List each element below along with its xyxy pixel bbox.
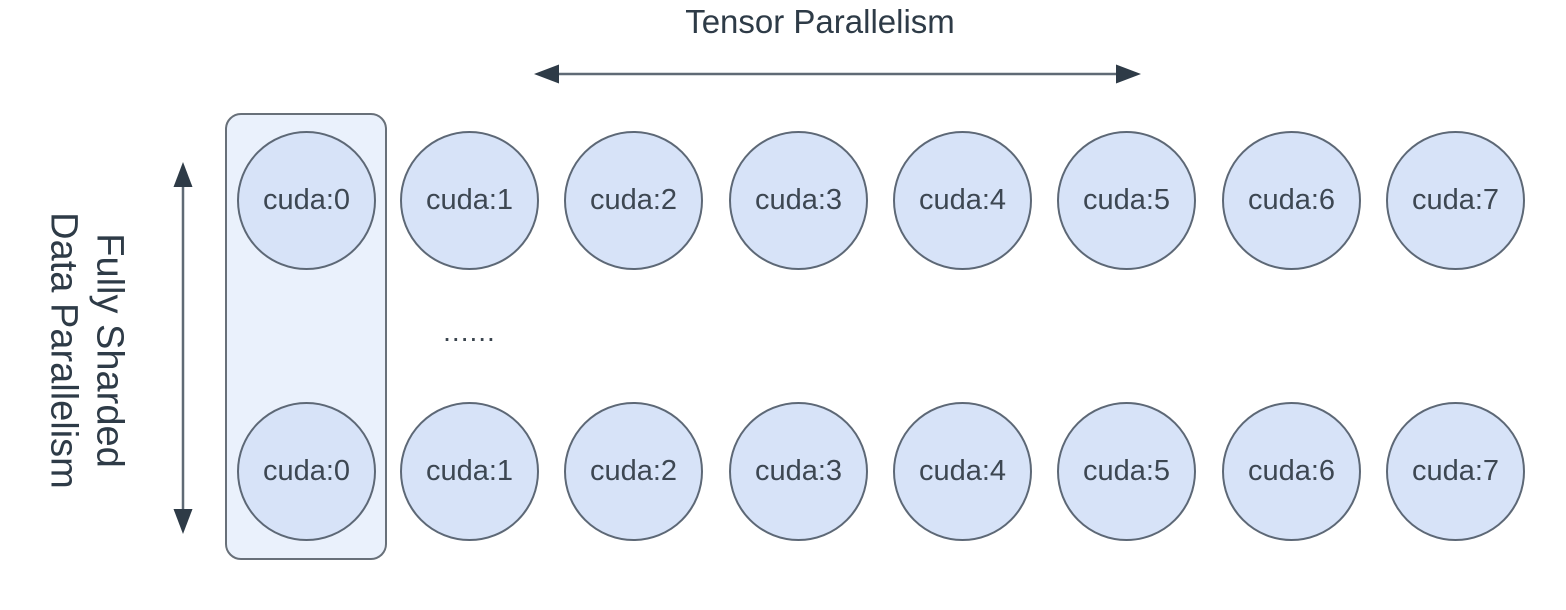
device-node-row2-cuda7: cuda:7 bbox=[1386, 402, 1525, 541]
device-node-row1-cuda5: cuda:5 bbox=[1057, 131, 1196, 270]
device-node-row1-cuda3: cuda:3 bbox=[729, 131, 868, 270]
tensor-parallelism-title: Tensor Parallelism bbox=[685, 3, 955, 40]
device-node-row1-cuda4: cuda:4 bbox=[893, 131, 1032, 270]
fsdp-arrow bbox=[173, 162, 193, 534]
device-node-row2-cuda5: cuda:5 bbox=[1057, 402, 1196, 541]
device-node-row1-cuda1: cuda:1 bbox=[400, 131, 539, 270]
device-node-row1-cuda0: cuda:0 bbox=[237, 131, 376, 270]
device-node-row1-cuda6: cuda:6 bbox=[1222, 131, 1361, 270]
device-node-row2-cuda1: cuda:1 bbox=[400, 402, 539, 541]
device-node-row1-cuda7: cuda:7 bbox=[1386, 131, 1525, 270]
fsdp-axis-label: Fully Sharded Data Parallelism bbox=[40, 181, 133, 521]
device-node-row1-cuda2: cuda:2 bbox=[564, 131, 703, 270]
fsdp-label-line1: Fully Sharded bbox=[88, 233, 131, 468]
device-node-row2-cuda6: cuda:6 bbox=[1222, 402, 1361, 541]
device-node-row2-cuda0: cuda:0 bbox=[237, 402, 376, 541]
ellipsis-dots: ...... bbox=[443, 316, 496, 347]
tensor-parallelism-arrow bbox=[534, 64, 1141, 84]
device-node-row2-cuda4: cuda:4 bbox=[893, 402, 1032, 541]
fsdp-label-line2: Data Parallelism bbox=[42, 212, 85, 489]
device-node-row2-cuda3: cuda:3 bbox=[729, 402, 868, 541]
device-node-row2-cuda2: cuda:2 bbox=[564, 402, 703, 541]
